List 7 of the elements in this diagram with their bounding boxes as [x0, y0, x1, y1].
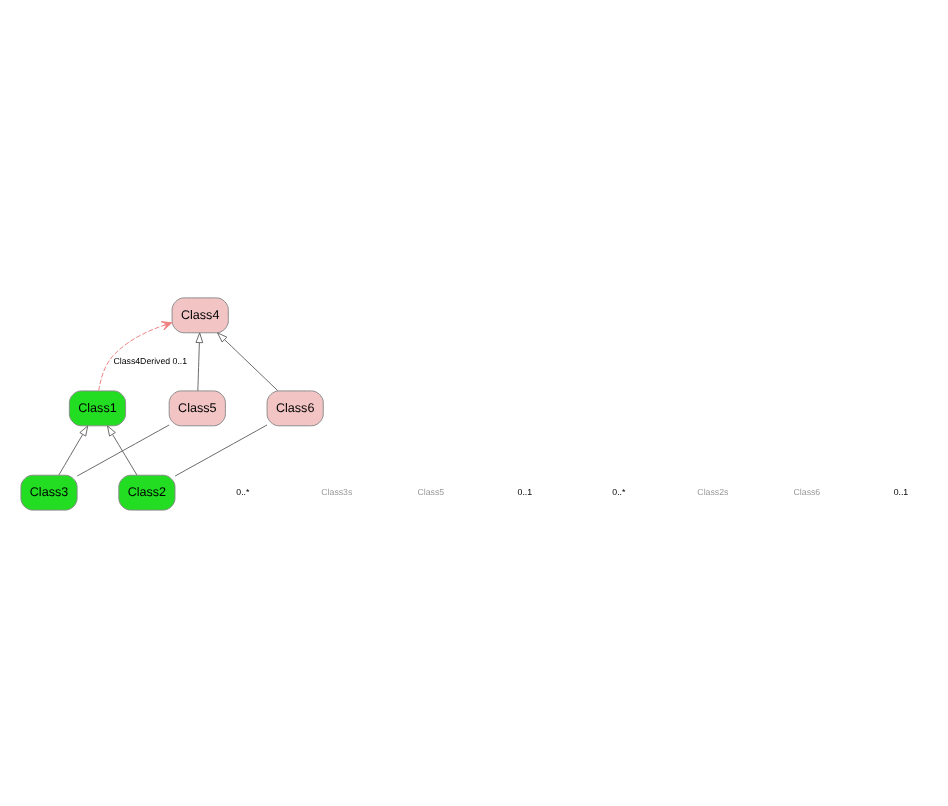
arrow — [107, 424, 138, 475]
arrow — [195, 331, 204, 391]
connector — [174, 423, 268, 476]
connector — [76, 423, 170, 476]
arrow — [58, 424, 89, 475]
arrow — [98, 320, 173, 391]
arrow — [217, 331, 279, 391]
